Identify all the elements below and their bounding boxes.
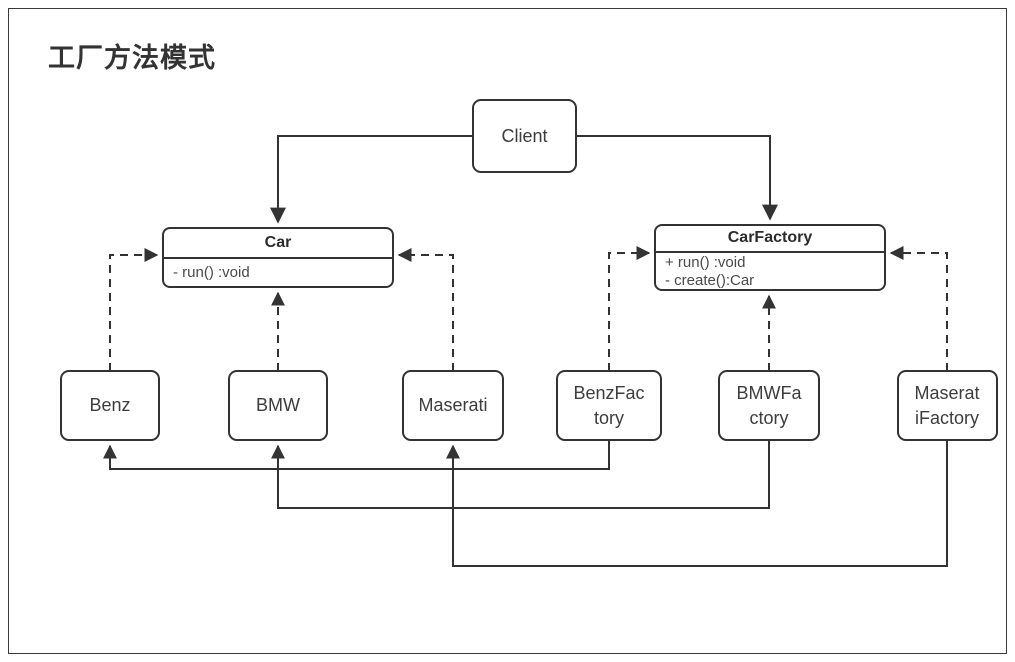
maserati-box[interactable] (402, 370, 504, 441)
edge-benzfactory-to-benz (103, 440, 610, 470)
client-box[interactable] (472, 99, 577, 173)
benz-label: Benz (89, 395, 130, 415)
car-class-name: Car (265, 234, 292, 251)
bmwfactory-box[interactable] (718, 370, 820, 441)
client-label: Client (501, 126, 547, 146)
bmwfactory-label-line1: BMWFa (737, 383, 803, 403)
node-car[interactable]: Car - run() :void (162, 227, 394, 288)
edge-maseratifactory-to-carfactory (889, 246, 948, 371)
maseratifactory-box[interactable] (897, 370, 998, 441)
edge-client-to-car (270, 135, 473, 224)
benzfactory-box[interactable] (556, 370, 662, 441)
page-title: 工厂方法模式 (48, 43, 216, 73)
carfactory-box[interactable] (654, 224, 886, 291)
bmw-box[interactable] (228, 370, 328, 441)
maseratifactory-label-line1: Maserat (914, 383, 979, 403)
benzfactory-label-line2: tory (594, 408, 624, 428)
car-member-run: - run() :void (173, 264, 250, 281)
maseratifactory-label-line2: iFactory (915, 408, 979, 428)
benzfactory-label-line1: BenzFac (573, 383, 644, 403)
carfactory-member-create: - create():Car (665, 272, 754, 289)
node-maserati-factory[interactable]: Maserat iFactory (897, 370, 998, 441)
edge-benz-to-car (109, 248, 159, 371)
node-bmw[interactable]: BMW (228, 370, 328, 441)
benz-box[interactable] (60, 370, 160, 441)
edge-benzfactory-to-carfactory (608, 246, 651, 371)
node-benz-factory[interactable]: BenzFac tory (556, 370, 662, 441)
bmw-label: BMW (256, 395, 300, 415)
edge-maseratifactory-to-maserati (446, 440, 948, 567)
carfactory-class-name: CarFactory (728, 229, 813, 246)
node-bmw-factory[interactable]: BMWFa ctory (718, 370, 820, 441)
bmwfactory-label-line2: ctory (749, 408, 788, 428)
node-client[interactable]: Client (472, 99, 577, 173)
maserati-label: Maserati (418, 395, 487, 415)
carfactory-member-run: + run() :void (665, 254, 745, 271)
node-benz[interactable]: Benz (60, 370, 160, 441)
edge-bmwfactory-to-bmw (271, 440, 770, 509)
edge-client-to-carfactory (576, 135, 778, 221)
node-car-factory[interactable]: CarFactory + run() :void - create():Car (654, 224, 886, 291)
edge-maserati-to-car (397, 248, 454, 371)
node-maserati[interactable]: Maserati (402, 370, 504, 441)
